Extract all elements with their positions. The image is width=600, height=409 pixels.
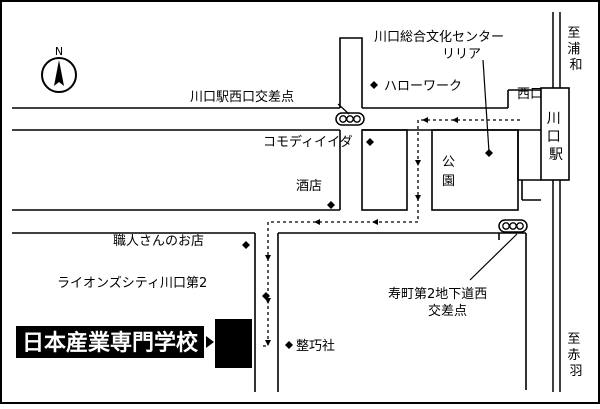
liquor-marker bbox=[327, 201, 335, 209]
school-pointer bbox=[206, 336, 214, 348]
shokunin-marker bbox=[242, 241, 250, 249]
block-comodi bbox=[361, 129, 408, 211]
akabane-bg bbox=[565, 328, 587, 380]
lilia-marker bbox=[485, 149, 493, 157]
label-west-exit: 西口 bbox=[517, 87, 543, 102]
traffic-signal-kotobukicho bbox=[498, 219, 528, 233]
hello-work-marker bbox=[370, 81, 378, 89]
school-name: 日本産業専門学校 bbox=[22, 330, 199, 356]
label-chiropractic: 整巧社 bbox=[296, 338, 335, 354]
label-intersection-west-exit: 川口駅西口交差点 bbox=[190, 89, 294, 105]
railway bbox=[552, 12, 561, 392]
walking-route bbox=[262, 119, 520, 347]
leader-lines bbox=[337, 59, 518, 281]
north-label: N bbox=[55, 45, 63, 58]
label-cultural-center: 川口総合文化センター リリア bbox=[374, 30, 508, 62]
chiropractic-marker bbox=[285, 341, 293, 349]
map-labels: 川口駅西口交差点 ハローワーク コモディイイダ 酒店 職人さんのお店 ライオンズ… bbox=[57, 79, 543, 354]
label-park: 公 園 bbox=[442, 155, 459, 189]
label-hello-work: ハローワーク bbox=[384, 79, 462, 94]
lions-marker bbox=[262, 292, 270, 300]
city-blocks bbox=[361, 129, 541, 211]
school-label-box bbox=[16, 326, 204, 358]
poi-markers bbox=[242, 81, 493, 349]
label-comodi: コモディイイダ bbox=[263, 134, 353, 150]
block-park bbox=[431, 129, 519, 211]
label-to-urawa: 至 浦 和 bbox=[567, 26, 584, 73]
label-lions-city: ライオンズシティ川口第2 bbox=[57, 275, 207, 291]
comodi-marker bbox=[366, 138, 374, 146]
urawa-bg bbox=[565, 22, 587, 74]
school-building bbox=[215, 319, 252, 368]
label-kotobukicho-intersection: 寿町第2地下道西 交差点 bbox=[388, 287, 491, 319]
station-building bbox=[540, 87, 570, 181]
label-station: 川 口 駅 bbox=[547, 111, 565, 163]
north-arrow-icon: N bbox=[41, 45, 77, 93]
traffic-signal-west-exit bbox=[335, 112, 365, 126]
label-to-akabane: 至 赤 羽 bbox=[567, 332, 584, 379]
label-liquor: 酒店 bbox=[296, 179, 322, 194]
label-shokunin: 職人さんのお店 bbox=[113, 234, 204, 249]
